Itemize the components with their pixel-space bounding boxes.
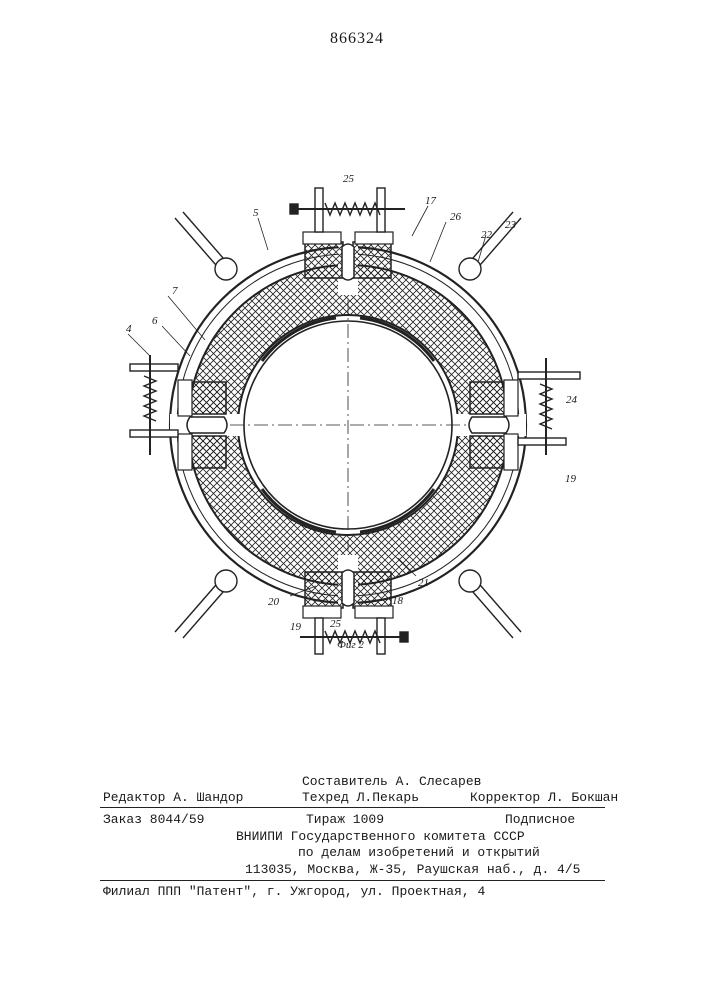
imprint-order: Заказ 8044/59	[103, 812, 204, 827]
technical-drawing: 25 5 17 26 23 22 7 6 4 24 19 21 20 18 19…	[0, 0, 707, 660]
spring-assembly-right	[518, 358, 580, 455]
part-label-17: 17	[425, 195, 437, 207]
part-label-7: 7	[172, 285, 178, 297]
imprint-separator-bottom	[100, 880, 605, 881]
part-label-6: 6	[152, 315, 158, 327]
spring-assembly-top	[290, 188, 405, 232]
imprint-print-run: Тираж 1009	[306, 812, 384, 827]
imprint-org-line2: по делам изобретений и открытий	[298, 845, 540, 860]
rod-nut	[215, 258, 237, 280]
imprint-address: 113035, Москва, Ж-35, Раушская наб., д. …	[245, 862, 580, 877]
part-label-21: 21	[418, 577, 429, 589]
part-label-25-top: 25	[343, 173, 355, 185]
figure-caption: Фиг 2	[337, 639, 364, 651]
imprint-compiler: Составитель А. Слесарев	[302, 774, 481, 789]
part-label-20: 20	[268, 596, 280, 608]
joint-link	[342, 244, 354, 280]
imprint-branch: Филиал ППП "Патент", г. Ужгород, ул. Про…	[103, 884, 485, 899]
part-label-18: 18	[392, 595, 404, 607]
imprint-separator-top	[100, 807, 605, 808]
part-label-22: 22	[481, 229, 493, 241]
part-label-5: 5	[253, 207, 259, 219]
joint-block	[305, 242, 343, 278]
part-label-23: 23	[505, 219, 517, 231]
imprint-subscription: Подписное	[505, 812, 575, 827]
part-label-19-right: 19	[565, 473, 577, 485]
imprint-editor: Редактор А. Шандор	[103, 790, 243, 805]
imprint-tech-editor: Техред Л.Пекарь	[302, 790, 419, 805]
part-label-4: 4	[126, 323, 132, 335]
part-label-25-bottom: 25	[330, 618, 342, 630]
part-label-26: 26	[450, 211, 462, 223]
part-label-19-bottom: 19	[290, 621, 302, 633]
part-label-24: 24	[566, 394, 578, 406]
imprint-corrector: Корректор Л. Бокшан	[470, 790, 618, 805]
imprint-org-line1: ВНИИПИ Государственного комитета СССР	[236, 829, 525, 844]
